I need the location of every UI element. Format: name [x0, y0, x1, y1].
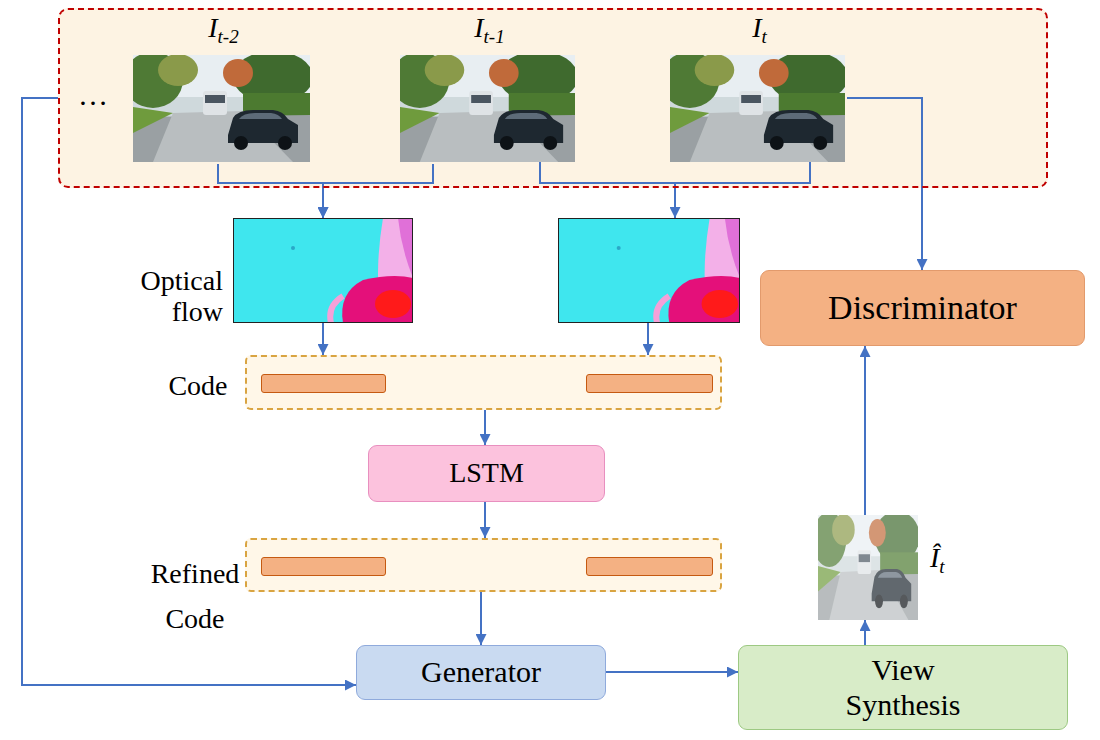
synthesized-haze [818, 515, 918, 620]
optical-flow-image [233, 218, 413, 323]
code-vector [261, 557, 386, 576]
generator-box: Generator [356, 645, 606, 700]
flow-arrow [864, 620, 866, 645]
flow-arrow [480, 592, 482, 645]
frame-group: …It-2It-1It [58, 8, 1048, 188]
video-frame: It [672, 57, 847, 164]
discriminator-box: Discriminator [760, 270, 1085, 346]
side-label: Code [157, 366, 239, 405]
video-frame [390, 51, 578, 162]
flow-arrow [484, 502, 486, 538]
ellipsis-mark: … [78, 78, 110, 111]
node-label: Discriminator [828, 288, 1017, 327]
node-label: View Synthesis [816, 653, 991, 722]
code-band: Code [245, 355, 722, 410]
video-frame [123, 51, 313, 162]
flow-arrow [323, 164, 433, 218]
code-vector [261, 374, 386, 393]
code-vector [586, 374, 713, 393]
code-vector [586, 557, 713, 576]
node-label: LSTM [449, 457, 524, 489]
flow-arrow [847, 98, 922, 270]
video-frame: It-1 [402, 57, 577, 164]
frame-label: It [672, 13, 847, 44]
flow-arrow [606, 671, 738, 673]
frame-label: Ît [930, 543, 945, 574]
flow-arrow [218, 164, 323, 218]
flow-arrow [322, 323, 324, 355]
side-label: Refined Code [147, 552, 243, 642]
optical-flow-image [558, 218, 740, 323]
video-frame [660, 51, 848, 162]
code-arrow [647, 323, 649, 355]
video-frame: It-2 [135, 57, 312, 164]
frame-pair-bracket [540, 162, 810, 183]
flow-arrow [864, 346, 866, 515]
frame-label: It-1 [402, 13, 577, 44]
frame-label: It-2 [135, 13, 312, 44]
side-label: Optical flow [105, 266, 223, 328]
synthesized-frame [812, 511, 919, 620]
flow-arrow [674, 183, 676, 218]
view-synthesis-box: View Synthesis [738, 645, 1068, 730]
flow-arrow [484, 410, 486, 445]
synthesized-frame: Ît [818, 515, 918, 620]
refined-code-band: Refined Code [245, 538, 722, 592]
optical-flow: Optical flow [233, 218, 413, 323]
node-label: Generator [421, 655, 541, 690]
lstm-box: LSTM [368, 445, 605, 502]
